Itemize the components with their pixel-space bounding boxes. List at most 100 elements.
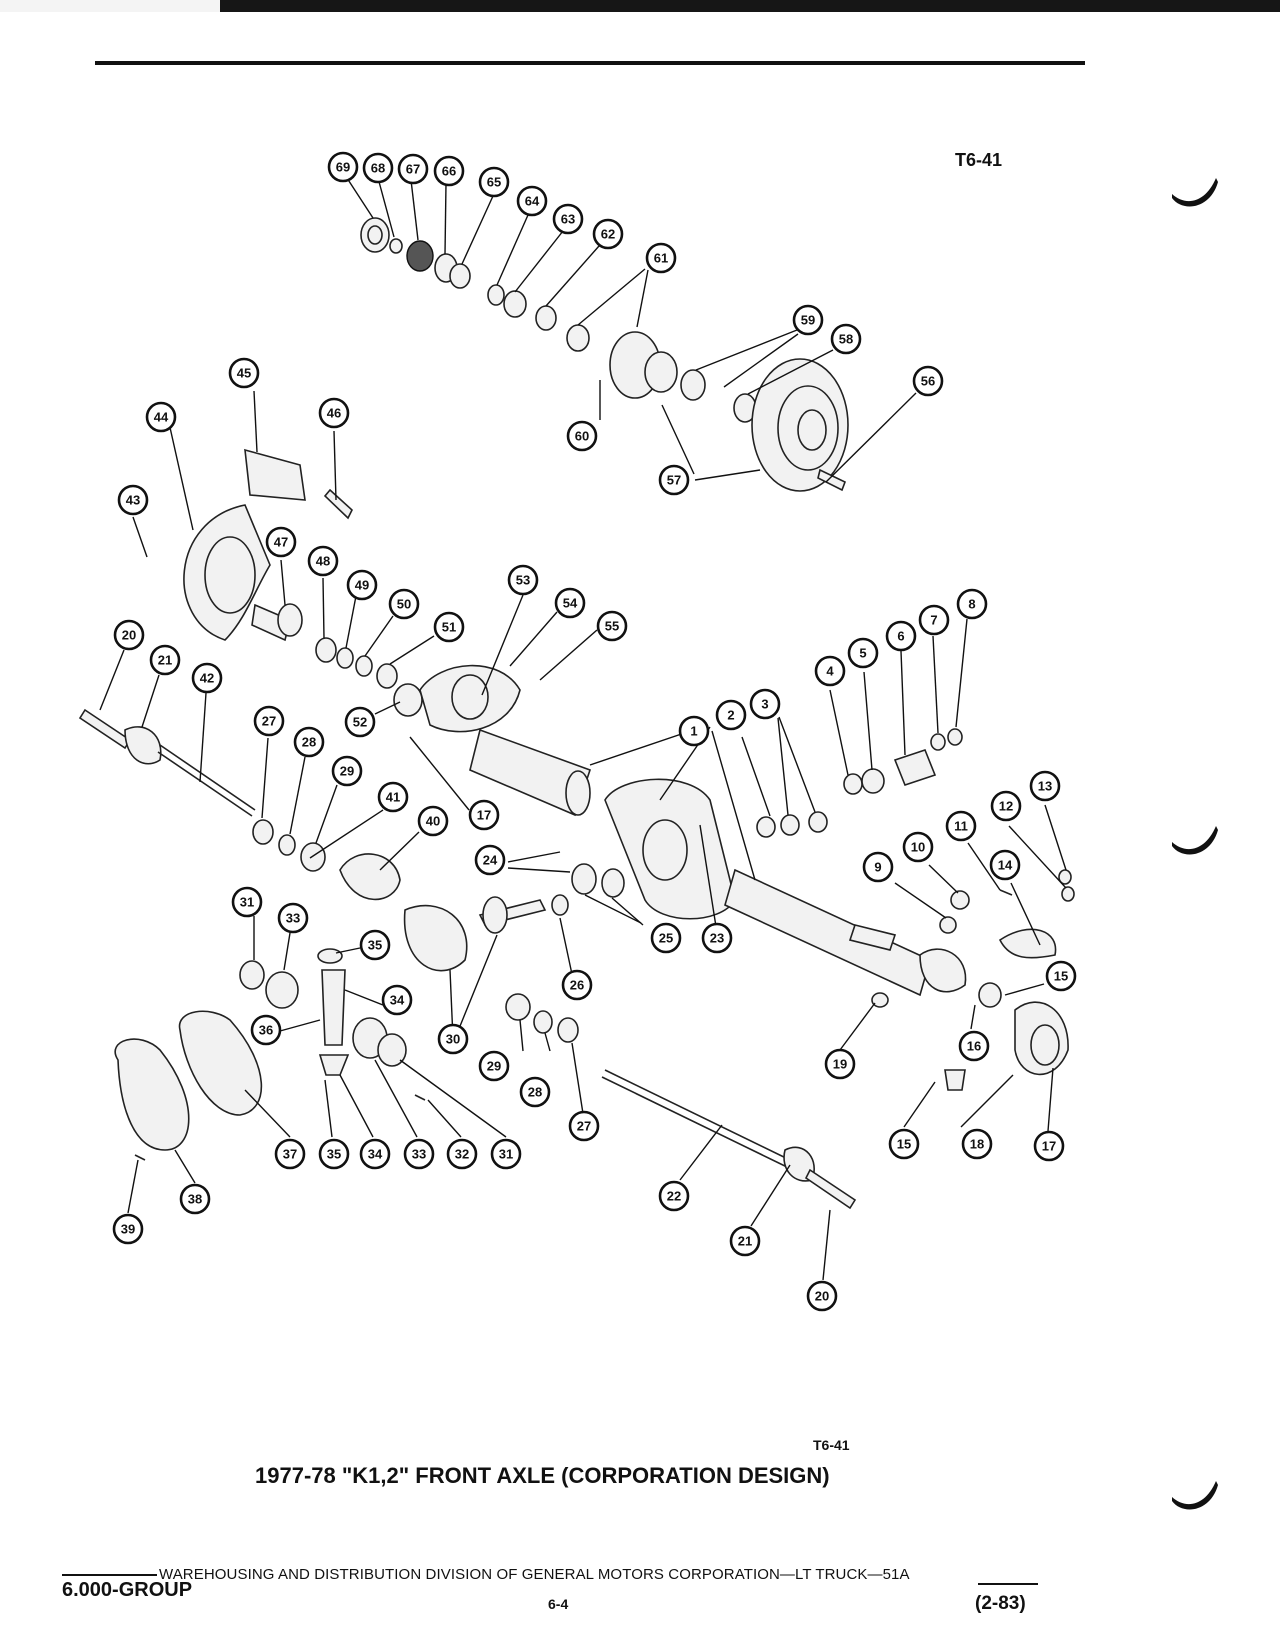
callout-1: 1 (678, 715, 710, 747)
callout-42: 42 (191, 662, 223, 694)
callout-56: 56 (912, 365, 944, 397)
callout-34: 34 (381, 984, 413, 1016)
callout-14: 14 (989, 849, 1021, 881)
footer-group: 6.000-GROUP (62, 1579, 193, 1601)
callout-12: 12 (990, 790, 1022, 822)
callout-label: 31 (240, 895, 254, 910)
callout-33: 33 (277, 902, 309, 934)
footer-division-line: WAREHOUSING AND DISTRIBUTION DIVISION OF… (62, 1566, 910, 1583)
drawing-code-top: T6-41 (955, 150, 1003, 170)
callout-label: 24 (483, 853, 498, 868)
callout-15-lower: 15 (888, 1128, 920, 1160)
binder-hole-mark-top (1172, 178, 1218, 207)
callout-label: 23 (710, 931, 724, 946)
callout-label: 48 (316, 554, 330, 569)
callout-label: 7 (930, 613, 937, 628)
callout-label: 27 (577, 1119, 591, 1134)
callout-label: 13 (1038, 779, 1052, 794)
callout-label: 28 (528, 1085, 542, 1100)
callout-label: 29 (487, 1059, 501, 1074)
callout-label: 34 (390, 993, 405, 1008)
callout-28-lower: 28 (519, 1076, 551, 1108)
callout-label: 27 (262, 714, 276, 729)
callout-label: 22 (667, 1189, 681, 1204)
callout-label: 49 (355, 578, 369, 593)
callout-label: 20 (815, 1289, 829, 1304)
callout-65: 65 (478, 166, 510, 198)
callout-label: 25 (659, 931, 673, 946)
callout-15: 15 (1045, 960, 1077, 992)
callout-49: 49 (346, 569, 378, 601)
callout-47: 47 (265, 526, 297, 558)
callout-label: 18 (970, 1137, 984, 1152)
callout-label: 6 (897, 629, 904, 644)
callout-54: 54 (554, 587, 586, 619)
callout-label: 26 (570, 978, 584, 993)
callout-label: 67 (406, 162, 420, 177)
callout-label: 45 (237, 366, 251, 381)
callout-label: 10 (911, 840, 925, 855)
callout-58: 58 (830, 323, 862, 355)
callout-53: 53 (507, 564, 539, 596)
header-rule (95, 61, 1085, 65)
callout-label: 62 (601, 227, 615, 242)
callout-60: 60 (566, 420, 598, 452)
callout-24: 24 (474, 844, 506, 876)
callout-43: 43 (117, 484, 149, 516)
callout-label: 2 (727, 708, 734, 723)
callout-67: 67 (397, 153, 429, 185)
callout-label: 1 (690, 724, 697, 739)
callout-37: 37 (274, 1138, 306, 1170)
callout-27-lower: 27 (568, 1110, 600, 1142)
callout-48: 48 (307, 545, 339, 577)
callout-39: 39 (112, 1213, 144, 1245)
binder-hole-mark-middle (1172, 826, 1218, 855)
callout-29: 29 (331, 755, 363, 787)
callout-50: 50 (388, 588, 420, 620)
callout-35: 35 (359, 929, 391, 961)
callout-label: 19 (833, 1057, 847, 1072)
callout-26: 26 (561, 969, 593, 1001)
callout-label: 3 (761, 697, 768, 712)
callout-61: 61 (645, 242, 677, 274)
callout-label: 14 (998, 858, 1013, 873)
callout-45: 45 (228, 357, 260, 389)
callout-label: 54 (563, 596, 578, 611)
callout-label: 51 (442, 620, 456, 635)
axle-shafts (78, 708, 857, 1210)
callout-21-lower: 21 (729, 1225, 761, 1257)
callout-label: 46 (327, 406, 341, 421)
callout-label: 37 (283, 1147, 297, 1162)
callout-label: 43 (126, 493, 140, 508)
callout-label: 5 (859, 646, 866, 661)
callout-label: 40 (426, 814, 440, 829)
callout-19: 19 (824, 1048, 856, 1080)
callout-68: 68 (362, 152, 394, 184)
leader-lines (99, 174, 1067, 1281)
callout-4: 4 (814, 655, 846, 687)
callout-label: 42 (200, 671, 214, 686)
callout-66: 66 (433, 155, 465, 187)
figure-caption: 1977-78 "K1,2" FRONT AXLE (CORPORATION D… (255, 1463, 830, 1488)
callout-30: 30 (437, 1023, 469, 1055)
callout-label: 47 (274, 535, 288, 550)
callout-label: 15 (1054, 969, 1068, 984)
callout-label: 60 (575, 429, 589, 444)
callout-23: 23 (701, 922, 733, 954)
callout-34-lower: 34 (359, 1138, 391, 1170)
callout-label: 12 (999, 799, 1013, 814)
callout-38: 38 (179, 1183, 211, 1215)
callout-label: 17 (1042, 1139, 1056, 1154)
callout-35-lower: 35 (318, 1138, 350, 1170)
callout-label: 35 (368, 938, 382, 953)
callout-label: 57 (667, 473, 681, 488)
callout-27: 27 (253, 705, 285, 737)
callout-label: 11 (954, 819, 968, 834)
callout-label: 53 (516, 573, 530, 588)
callout-label: 38 (188, 1192, 202, 1207)
callout-46: 46 (318, 397, 350, 429)
callout-label: 34 (368, 1147, 383, 1162)
callout-label: 30 (446, 1032, 460, 1047)
callout-13: 13 (1029, 770, 1061, 802)
callout-label: 36 (259, 1023, 273, 1038)
